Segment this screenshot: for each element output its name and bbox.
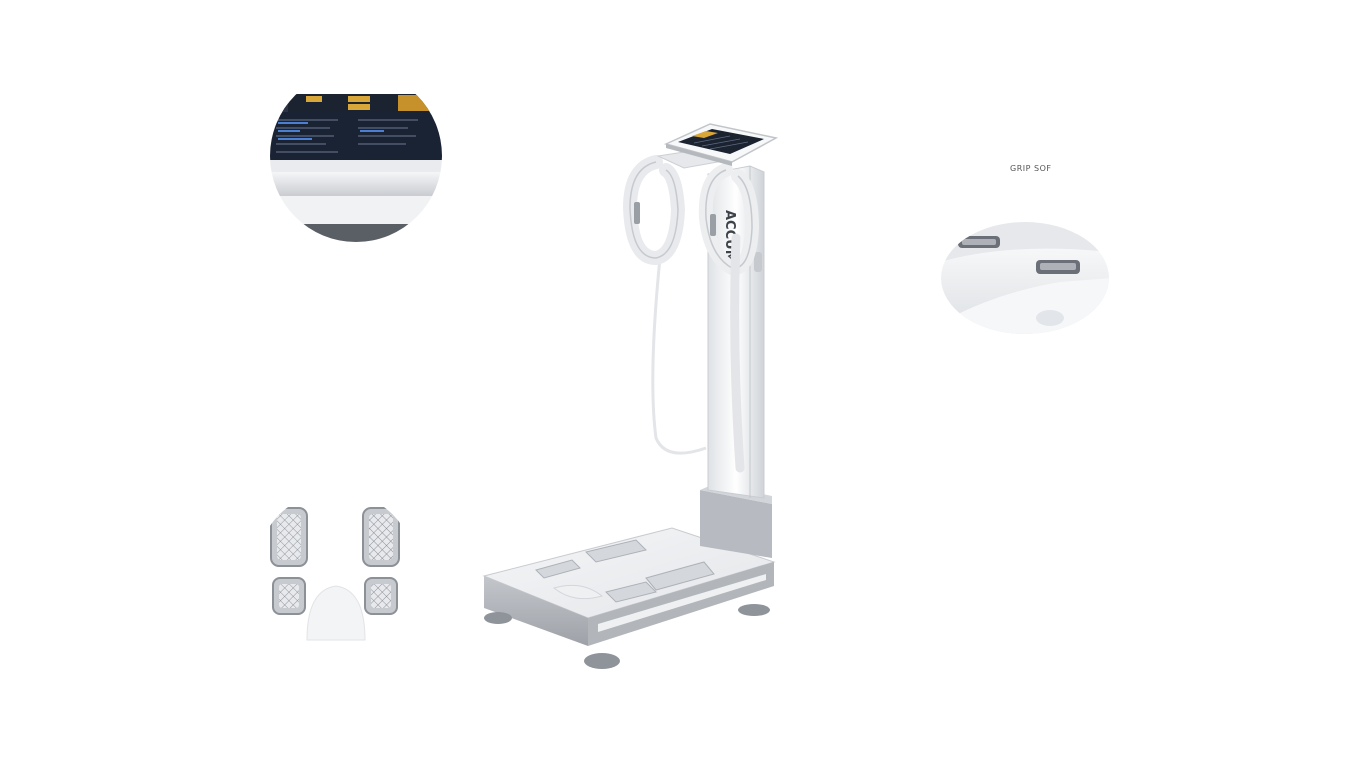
footplate-closeup-image [256,491,416,651]
grip-caption: GRIP SOF [1010,164,1052,173]
grip-closeup-image [941,222,1109,334]
screen-closeup-image [270,70,442,242]
analyzer-device-image: ACCUNI [482,123,779,669]
